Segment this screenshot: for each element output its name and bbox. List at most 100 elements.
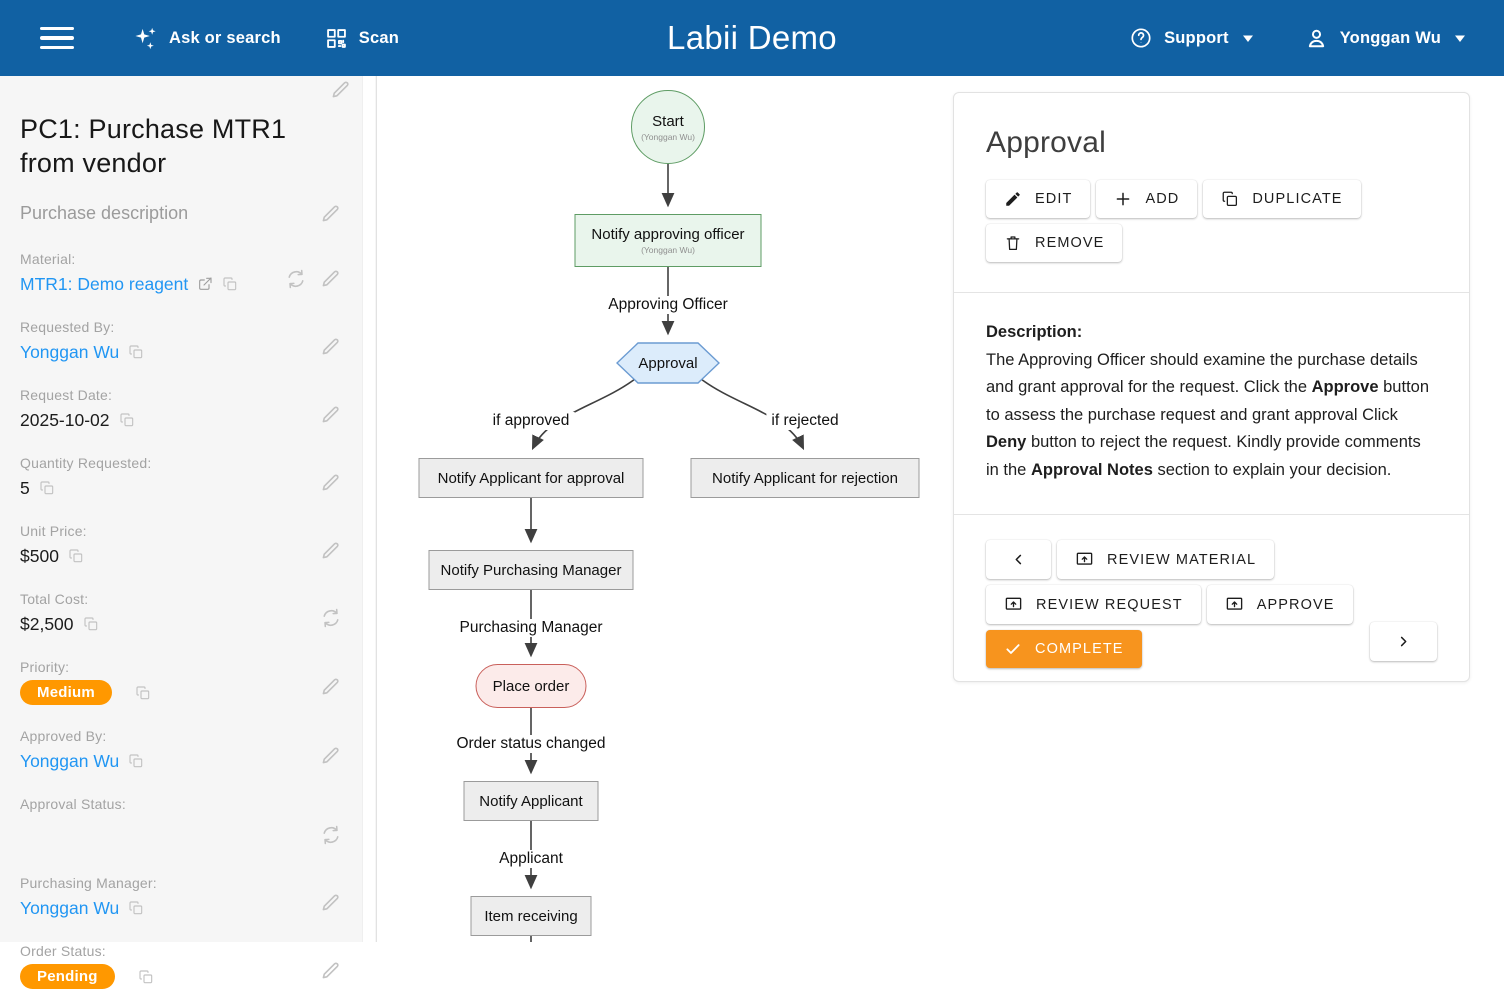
pencil-icon bbox=[322, 894, 339, 911]
node-label: Approval bbox=[638, 354, 698, 372]
button-label: REMOVE bbox=[1035, 235, 1105, 251]
node-label: Notify approving officer bbox=[591, 226, 745, 243]
sync-icon bbox=[323, 825, 339, 845]
node-start[interactable]: Start (Yonggan Wu) bbox=[631, 90, 705, 164]
divider bbox=[954, 292, 1469, 293]
remove-button[interactable]: REMOVE bbox=[986, 224, 1123, 262]
next-step-button[interactable] bbox=[1370, 622, 1437, 661]
node-notify-applicant[interactable]: Notify Applicant bbox=[463, 781, 599, 821]
order-status-badge: Pending bbox=[20, 964, 115, 989]
duplicate-button[interactable]: DUPLICATE bbox=[1203, 180, 1361, 218]
copy-button[interactable] bbox=[138, 969, 154, 985]
copy-button[interactable] bbox=[83, 616, 99, 632]
previous-step-button[interactable] bbox=[986, 540, 1051, 579]
field-label: Approved By: bbox=[20, 728, 107, 744]
user-menu-button[interactable]: Yonggan Wu bbox=[1304, 26, 1466, 51]
requested-by-link[interactable]: Yonggan Wu bbox=[20, 341, 120, 362]
approve-button[interactable]: APPROVE bbox=[1206, 585, 1353, 624]
field-approved-by: Approved By: Yonggan Wu bbox=[20, 728, 342, 773]
menu-button[interactable] bbox=[40, 27, 74, 49]
field-label: Quantity Requested: bbox=[20, 455, 152, 471]
node-notify-approving-officer[interactable]: Notify approving officer (Yonggan Wu) bbox=[574, 214, 762, 267]
plus-icon bbox=[1117, 192, 1130, 206]
open-link-button[interactable] bbox=[197, 276, 213, 292]
copy-button[interactable] bbox=[128, 900, 144, 916]
field-total-cost: Total Cost: $2,500 bbox=[20, 591, 342, 636]
field-label: Total Cost: bbox=[20, 591, 89, 607]
button-label: COMPLETE bbox=[1035, 641, 1124, 657]
edit-field-button[interactable] bbox=[319, 744, 342, 767]
node-place-order[interactable]: Place order bbox=[475, 664, 587, 708]
node-notify-applicant-for-rejection[interactable]: Notify Applicant for rejection bbox=[690, 458, 920, 498]
description-label: Description: bbox=[986, 323, 1083, 341]
add-button[interactable]: ADD bbox=[1096, 180, 1198, 218]
sync-button[interactable] bbox=[320, 607, 342, 629]
copy-button[interactable] bbox=[39, 480, 55, 496]
pencil-icon bbox=[322, 338, 339, 355]
section-title: Approval bbox=[986, 126, 1107, 159]
edit-field-button[interactable] bbox=[319, 403, 342, 426]
support-menu-button[interactable]: Support bbox=[1129, 26, 1254, 50]
field-approval-status: Approval Status: bbox=[20, 796, 342, 852]
edit-field-button[interactable] bbox=[319, 267, 342, 290]
edit-field-button[interactable] bbox=[319, 675, 342, 698]
copy-button[interactable] bbox=[68, 548, 84, 564]
pencil-icon bbox=[322, 962, 339, 979]
button-label: ADD bbox=[1145, 191, 1180, 207]
copy-button[interactable] bbox=[128, 753, 144, 769]
present-icon bbox=[1005, 597, 1022, 610]
sync-button[interactable] bbox=[285, 268, 307, 290]
edit-button[interactable]: EDIT bbox=[986, 180, 1091, 218]
copy-icon bbox=[136, 685, 150, 699]
node-notify-purchasing-manager[interactable]: Notify Purchasing Manager bbox=[428, 550, 634, 590]
copy-button[interactable] bbox=[135, 685, 151, 701]
edit-field-button[interactable] bbox=[319, 891, 342, 914]
copy-button[interactable] bbox=[128, 344, 144, 360]
chevron-down-icon bbox=[1242, 35, 1253, 42]
review-material-button[interactable]: REVIEW MATERIAL bbox=[1057, 540, 1275, 579]
hexagon-shape bbox=[616, 342, 720, 384]
edit-description-button[interactable] bbox=[319, 202, 342, 225]
description-text: The Approving Officer should examine the… bbox=[986, 350, 1430, 479]
pencil-icon bbox=[322, 270, 339, 287]
approved-by-link[interactable]: Yonggan Wu bbox=[20, 750, 120, 771]
complete-button[interactable]: COMPLETE bbox=[986, 630, 1142, 668]
field-purchasing-manager: Purchasing Manager: Yonggan Wu bbox=[20, 875, 342, 920]
sync-button[interactable] bbox=[320, 824, 342, 846]
sidebar-scrollbar[interactable] bbox=[362, 76, 375, 942]
field-material: Material: MTR1: Demo reagent bbox=[20, 251, 342, 296]
node-label: Start bbox=[652, 112, 684, 130]
node-assignee: (Yonggan Wu) bbox=[641, 131, 695, 142]
review-request-button[interactable]: REVIEW REQUEST bbox=[986, 585, 1201, 624]
pencil-icon bbox=[1006, 192, 1020, 206]
workflow-canvas: Start (Yonggan Wu) Notify approving offi… bbox=[377, 76, 954, 942]
chevron-right-icon bbox=[1400, 636, 1407, 647]
ask-or-search-button[interactable]: Ask or search bbox=[132, 25, 281, 51]
description-block: Description: The Approving Officer shoul… bbox=[986, 319, 1437, 484]
material-link[interactable]: MTR1: Demo reagent bbox=[20, 273, 189, 294]
edit-field-button[interactable] bbox=[319, 959, 342, 982]
copy-icon bbox=[1222, 191, 1238, 207]
node-notify-applicant-for-approval[interactable]: Notify Applicant for approval bbox=[418, 458, 644, 498]
support-label: Support bbox=[1164, 28, 1229, 47]
present-icon bbox=[1076, 552, 1093, 565]
scan-button[interactable]: Scan bbox=[325, 27, 399, 50]
edit-field-button[interactable] bbox=[319, 539, 342, 562]
button-label: APPROVE bbox=[1256, 596, 1335, 613]
edit-field-button[interactable] bbox=[319, 335, 342, 358]
edge-label: Applicant bbox=[494, 850, 568, 868]
copy-button[interactable] bbox=[222, 276, 238, 292]
field-label: Priority: bbox=[20, 659, 70, 675]
edit-title-button[interactable] bbox=[329, 78, 352, 101]
copy-icon bbox=[223, 277, 237, 291]
purchasing-manager-link[interactable]: Yonggan Wu bbox=[20, 897, 120, 918]
node-approval[interactable]: Approval bbox=[616, 342, 720, 384]
edit-field-button[interactable] bbox=[319, 471, 342, 494]
node-assignee: (Yonggan Wu) bbox=[641, 245, 695, 255]
pencil-icon bbox=[322, 542, 339, 559]
copy-button[interactable] bbox=[119, 412, 135, 428]
field-label: Approval Status: bbox=[20, 796, 126, 812]
node-item-receiving[interactable]: Item receiving bbox=[470, 896, 592, 936]
field-request-date: Request Date: 2025-10-02 bbox=[20, 387, 342, 432]
node-label: Notify Applicant for rejection bbox=[712, 469, 898, 487]
